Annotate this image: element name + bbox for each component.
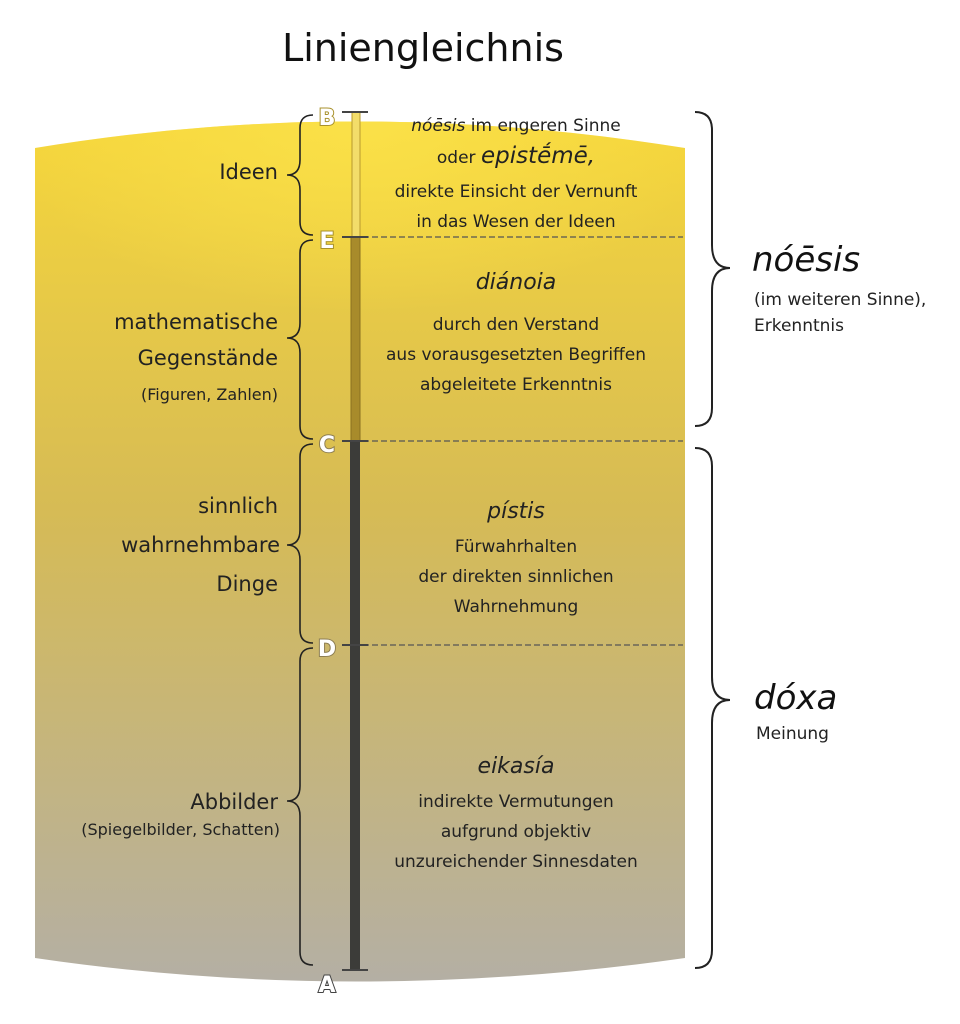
page-title: Liniengleichnis [282, 26, 564, 70]
brace-doxa-group [694, 447, 731, 969]
brace-abbilder [286, 647, 314, 966]
brace-sinnlich [286, 443, 314, 644]
group-term-noesis: nóēsis [752, 240, 861, 280]
object-dinge: Dinge [216, 572, 278, 596]
desc-pistis-3: Wahrnehmung [453, 597, 579, 617]
greek-term-eikasia: eikasía [477, 754, 555, 779]
object-wahrnehmbare: wahrnehmbare [121, 533, 280, 557]
brace-ideen [286, 114, 314, 236]
point-d: D [318, 637, 336, 662]
point-e: E [319, 229, 334, 254]
desc-eikasia-2: aufgrund objektiv [440, 822, 592, 842]
desc-dianoia-3: abgeleitete Erkenntnis [419, 375, 613, 395]
desc-noesis-1: direkte Einsicht der Vernunft [394, 182, 638, 202]
episteme-prefix: oder [436, 148, 481, 168]
line-segment-ec [350, 236, 361, 442]
greek-term-dianoia: diánoia [475, 270, 557, 295]
brace-noesis-group [694, 111, 731, 427]
group-noesis-sub-1: (im weiteren Sinne), [754, 290, 927, 310]
object-mathematische: mathematische [114, 310, 278, 334]
noesis-suffix: im engeren Sinne [465, 116, 621, 136]
desc-pistis-1: Fürwahrhalten [454, 537, 578, 557]
object-abbilder-sub: (Spiegelbilder, Schatten) [81, 820, 280, 839]
object-ideen: Ideen [219, 160, 278, 184]
desc-dianoia-1: durch den Verstand [432, 315, 600, 335]
object-sinnlich: sinnlich [198, 494, 278, 518]
line-segment-ca [350, 441, 360, 970]
point-c: C [319, 433, 335, 458]
desc-dianoia-2: aus vorausgesetzten Begriffen [386, 345, 646, 365]
section-episteme-line: oder epistḗmē, [437, 143, 595, 169]
greek-term-pistis: pístis [487, 499, 545, 524]
section-noesis-heading: nóēsis im engeren Sinne [411, 116, 620, 136]
desc-pistis-2: der direkten sinnlichen [418, 567, 614, 587]
group-doxa-sub: Meinung [756, 724, 829, 744]
line-segment-be [351, 111, 361, 238]
desc-noesis-2: in das Wesen der Ideen [416, 212, 616, 232]
point-a: A [318, 973, 335, 998]
object-abbilder: Abbilder [190, 790, 278, 814]
object-math-sub: (Figuren, Zahlen) [141, 385, 278, 404]
brace-mathematische [286, 239, 314, 440]
greek-term-episteme: epistḗmē, [480, 143, 596, 169]
group-noesis-sub-2: Erkenntnis [754, 316, 844, 336]
desc-eikasia-3: unzureichender Sinnesdaten [394, 852, 638, 872]
group-term-doxa: dóxa [754, 678, 838, 718]
point-b: B [319, 106, 336, 131]
object-gegenstaende: Gegenstände [137, 346, 278, 370]
desc-eikasia-1: indirekte Vermutungen [418, 792, 614, 812]
greek-term-noesis: nóēsis [411, 116, 466, 136]
